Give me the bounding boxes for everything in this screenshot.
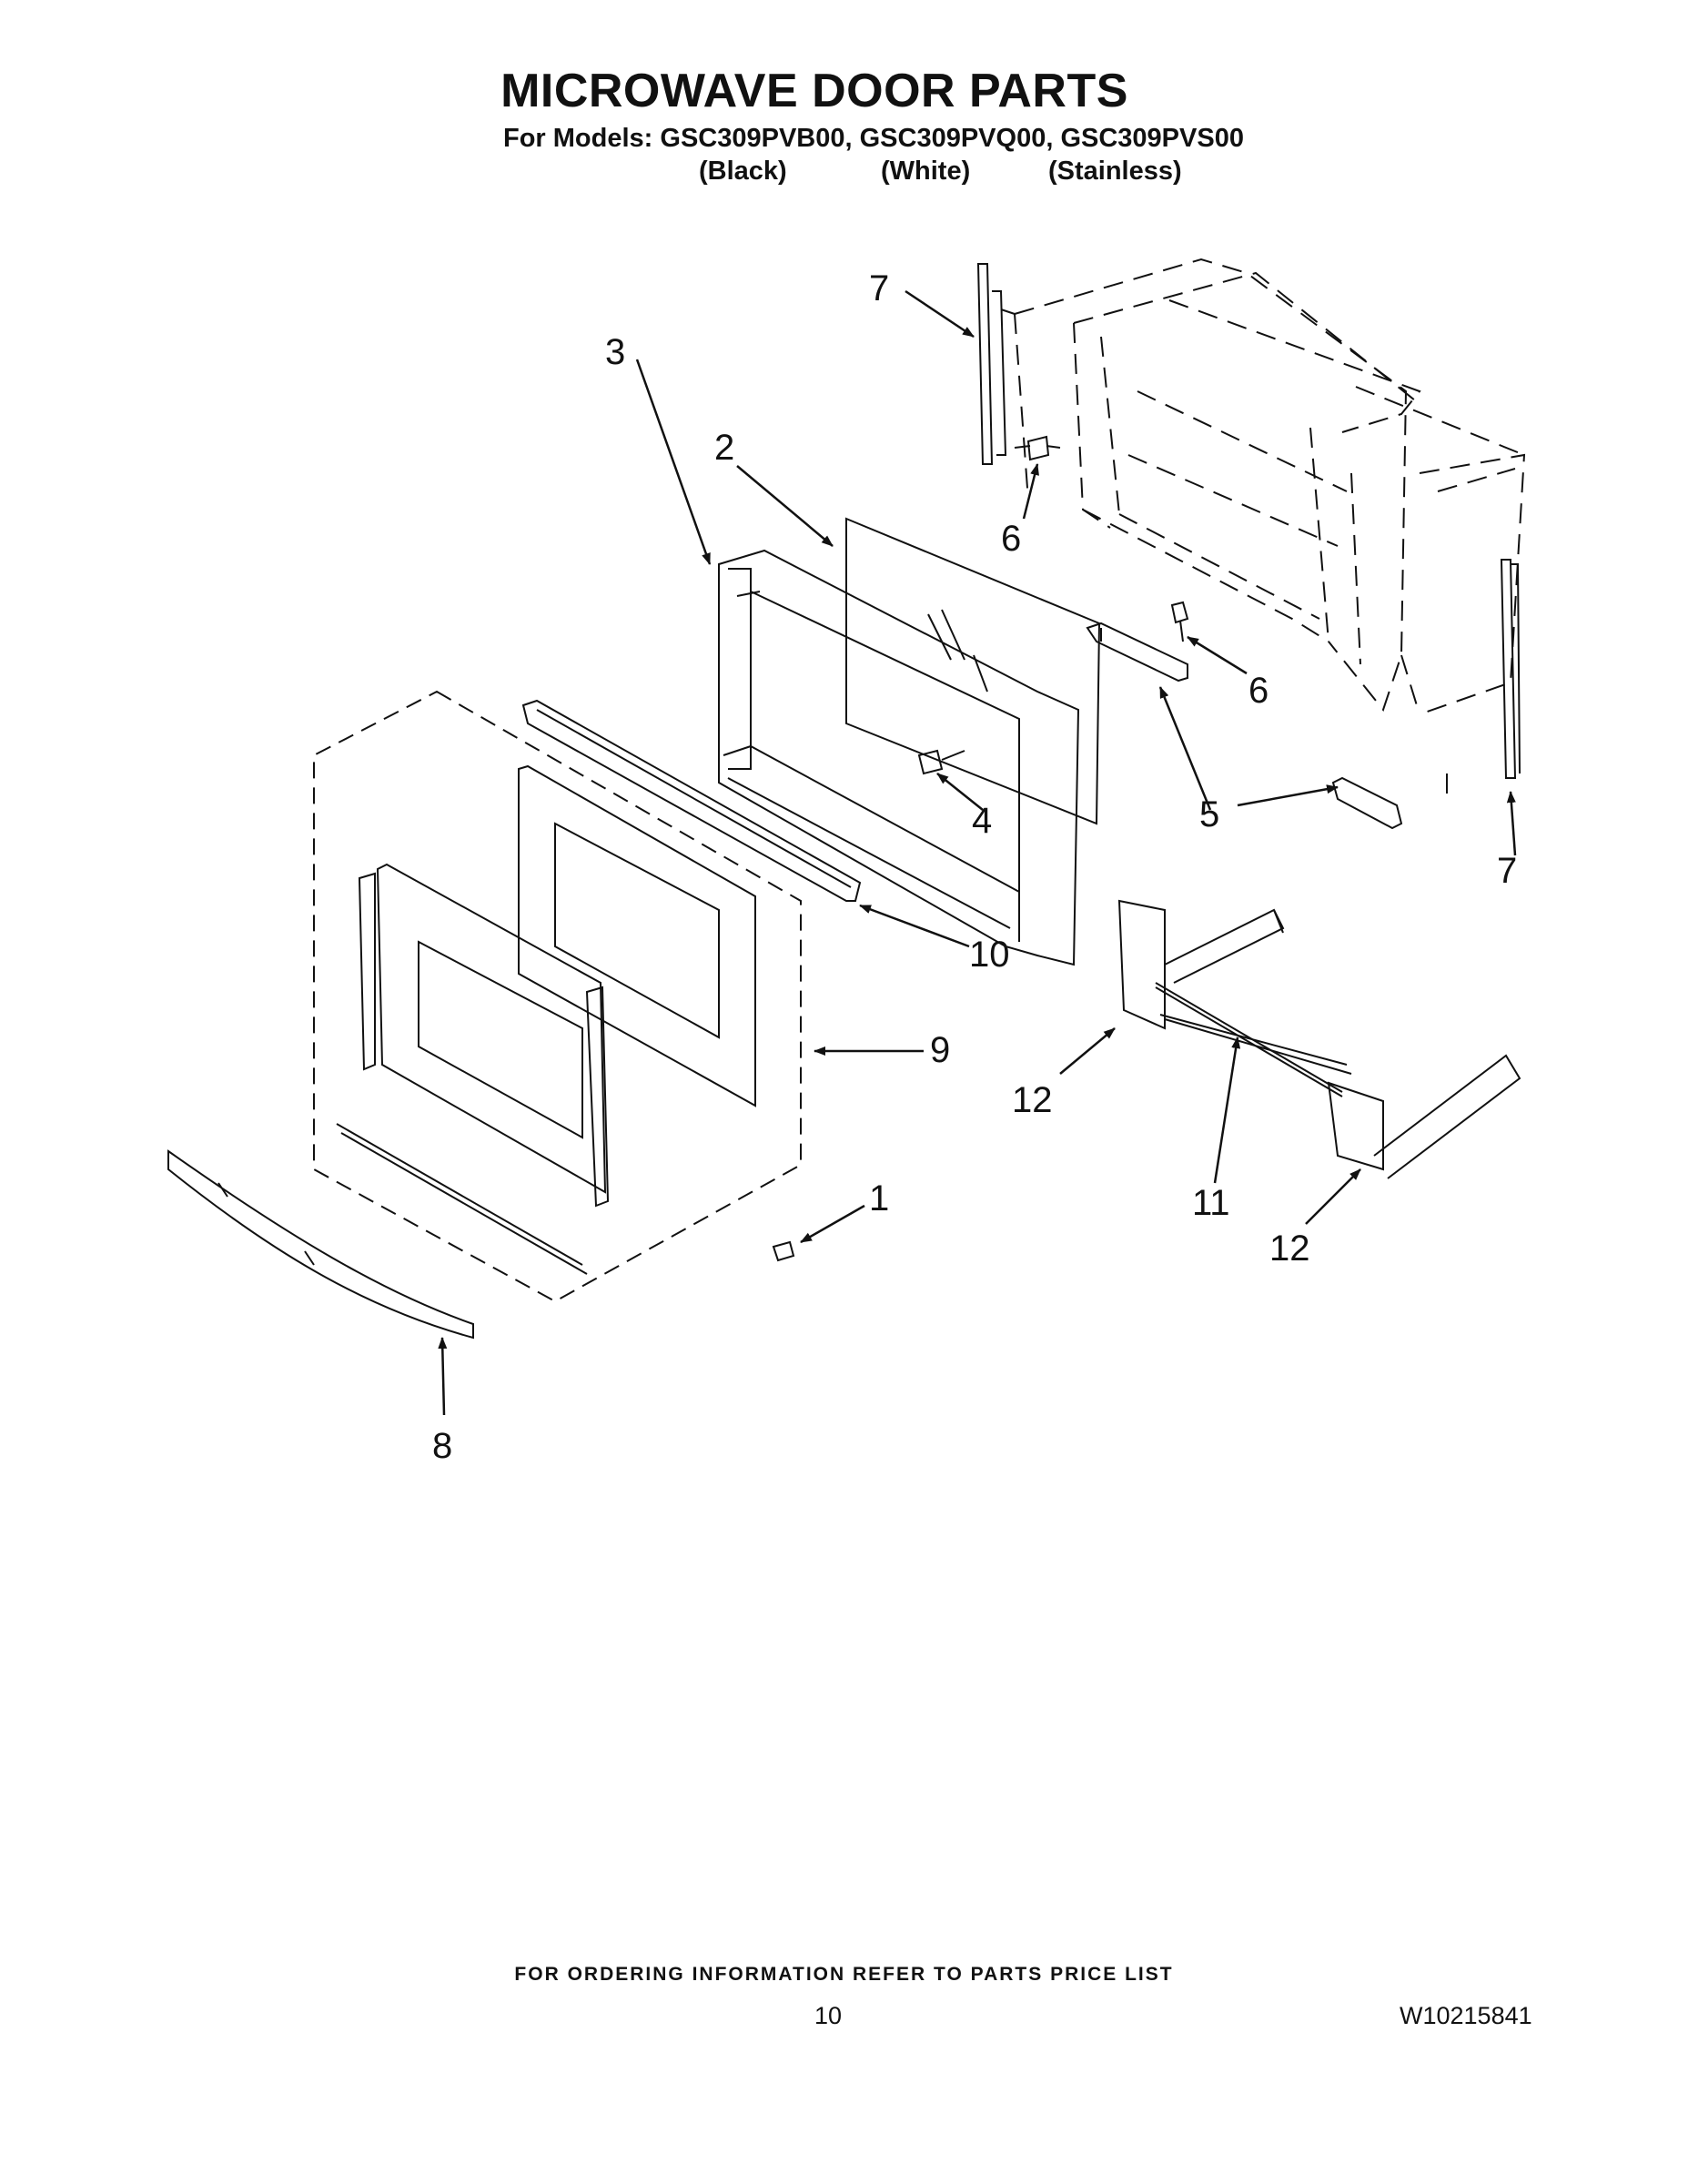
callout-7-top: 7 [869,268,889,308]
page-number: 10 [814,2002,843,2029]
part-2-glass-panel [845,517,1101,825]
callout-5: 5 [1199,794,1219,834]
part-6-screw-upper [1014,435,1061,461]
callout-1: 1 [869,1178,889,1218]
callout-10: 10 [969,935,1010,975]
page-title: MICROWAVE DOOR PARTS [500,65,1128,117]
callout-8: 8 [432,1426,452,1466]
part-5-bracket-upper [1086,622,1188,682]
part-7-left-strip [976,263,1016,465]
part-3-door-frame [718,549,1080,966]
leader-lines [438,289,1517,1416]
color-black: (Black) [699,157,787,186]
microwave-cavity [1014,258,1526,801]
part-12-hinge-left [1117,899,1285,1030]
part-10-trim-rail [521,699,862,902]
color-white: (White) [881,157,971,186]
callout-9: 9 [930,1030,950,1070]
callout-3: 3 [605,332,625,372]
part-8-handle [167,1149,474,1340]
callout-4: 4 [972,801,992,841]
part-9-door-panels [336,764,756,1275]
callout-2: 2 [714,428,734,468]
part-6-screw-lower [1170,601,1189,642]
part-11-hinge-spring [1155,982,1352,1097]
callout-6-lower: 6 [1248,671,1269,711]
callout-12-right: 12 [1269,1228,1310,1269]
models-line: For Models: GSC309PVB00, GSC309PVQ00, GS… [503,124,1244,153]
color-stainless: (Stainless) [1048,157,1182,186]
part-5-bracket-lower [1331,776,1403,830]
part-1-clip [772,1240,795,1262]
callout-12-left: 12 [1012,1080,1053,1120]
part-4-screw [917,749,965,775]
part-12-hinge-right [1327,1054,1521,1179]
callout-11: 11 [1192,1183,1230,1223]
part-9-door-assembly-outline [313,690,802,1303]
callout-7-bottom: 7 [1497,851,1517,891]
ordering-note: FOR ORDERING INFORMATION REFER TO PARTS … [514,1964,1174,1985]
part-7-right-strip [1500,559,1521,779]
document-number: W10215841 [1400,2002,1532,2029]
callout-6-upper: 6 [1001,519,1021,559]
